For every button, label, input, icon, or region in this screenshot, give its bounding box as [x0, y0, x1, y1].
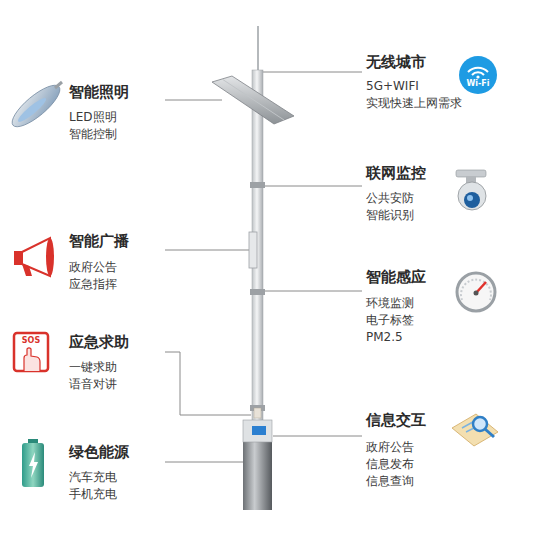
callout-text: 政府公告	[69, 260, 117, 274]
light-pole	[212, 26, 294, 510]
callout-text: 汽车充电	[69, 470, 117, 484]
callout-text: 5G+WIFI	[366, 79, 419, 93]
leader-lines	[165, 72, 362, 462]
callout-text: 一键求助	[69, 360, 117, 374]
callout-heading: 智能照明	[69, 83, 129, 101]
led-lamp-icon	[7, 79, 66, 133]
callout-heading: 应急求助	[69, 333, 129, 351]
callout-heading: 智能感应	[366, 268, 426, 286]
callout-text: 智能识别	[366, 208, 414, 222]
callout-heading: 无线城市	[366, 53, 426, 71]
info-search-icon	[452, 414, 498, 446]
wifi-icon	[459, 56, 497, 94]
callout-text: PM2.5	[366, 330, 403, 344]
callout-heading: 信息交互	[366, 411, 426, 429]
callout-heading: 绿色能源	[69, 443, 129, 461]
callout-heading: 联网监控	[366, 164, 426, 182]
callout-text: 信息查询	[366, 474, 414, 488]
camera-icon	[456, 170, 486, 210]
callout-text: 手机充电	[69, 487, 117, 501]
icon-label: SOS	[22, 336, 40, 346]
callout-text: 应急指挥	[69, 277, 117, 291]
callout-text: 信息发布	[366, 457, 414, 471]
callout-text: 电子标签	[366, 313, 414, 327]
callout-heading: 智能广播	[69, 232, 129, 250]
callout-text: LED照明	[69, 110, 117, 124]
callout-text: 公共安防	[366, 191, 414, 205]
callout-text: 政府公告	[366, 440, 414, 454]
battery-icon	[22, 439, 44, 487]
callout-text: 环境监测	[366, 296, 414, 310]
callout-text: 实现快速上网需求	[366, 96, 462, 110]
megaphone-icon	[14, 238, 54, 276]
sensor-gauge-icon	[457, 273, 495, 311]
callout-text: 语音对讲	[69, 377, 117, 391]
icon-label: Wi-Fi	[466, 79, 489, 89]
callout-text: 智能控制	[69, 127, 117, 141]
sos-button-icon	[14, 333, 48, 371]
